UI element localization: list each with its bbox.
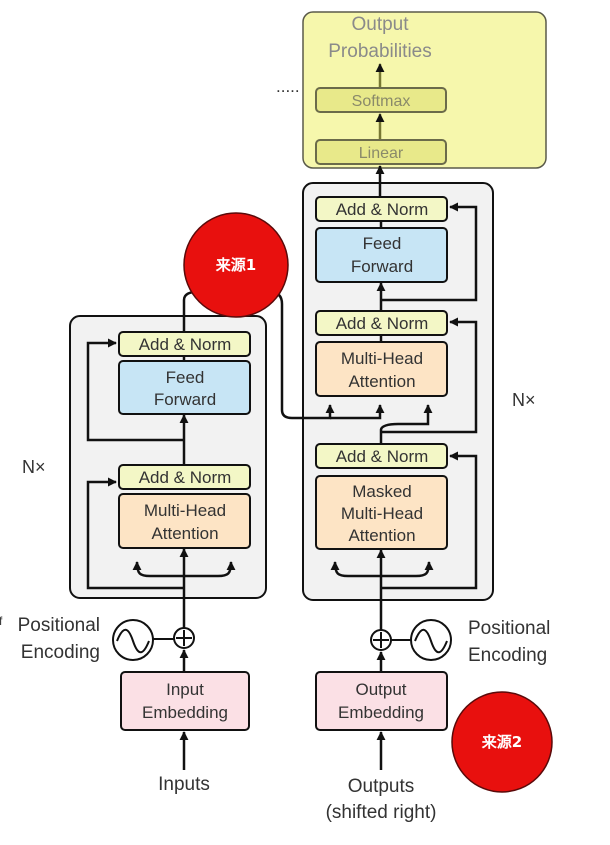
- output-probabilities-label-2: Probabilities: [328, 41, 432, 62]
- decoder-masked-label-1: Masked: [352, 482, 412, 501]
- decoder-add-norm-bottom-block: [315, 443, 448, 469]
- decoder-add-norm-top-label: Add & Norm: [336, 200, 429, 219]
- decoder-masked-attention-block: [315, 475, 448, 550]
- decoder-add-norm-top-block: [315, 196, 448, 222]
- encoder-stack: [69, 315, 267, 599]
- source-1-label: 来源1: [215, 256, 256, 274]
- softmax-label: Softmax: [352, 93, 411, 110]
- encoder-positional-label-2: Encoding: [21, 642, 100, 663]
- encoder-attention-label-1: Multi-Head: [144, 501, 226, 520]
- ellipsis: .....: [276, 77, 300, 96]
- output-embedding-label-1: Output: [355, 680, 406, 699]
- decoder-positional-label-2: Encoding: [468, 645, 547, 666]
- softmax-block: [315, 87, 447, 113]
- encoder-attention-block: [118, 493, 251, 549]
- decoder-add-norm-mid-block: [315, 310, 448, 336]
- input-embedding-label-2: Embedding: [142, 703, 228, 722]
- output-probabilities-label-1: Output: [351, 14, 409, 35]
- decoder-nx-label: N×: [512, 390, 536, 410]
- decoder-feed-forward-label-1: Feed: [363, 234, 402, 253]
- encoder-add-norm-top-label: Add & Norm: [139, 335, 232, 354]
- encoder-feed-forward-label-1: Feed: [166, 368, 205, 387]
- outputs-label-1: Outputs: [348, 776, 415, 797]
- linear-block: [315, 139, 447, 165]
- decoder-feed-forward-label-2: Forward: [351, 257, 413, 276]
- decoder-add-norm-mid-label: Add & Norm: [336, 314, 429, 333]
- encoder-add-norm-bottom-block: [118, 464, 251, 490]
- source-2-marker: [451, 691, 553, 793]
- outputs-label-2: (shifted right): [326, 802, 437, 823]
- decoder-positional-label-1: Positional: [468, 618, 550, 639]
- linear-label: Linear: [359, 145, 404, 162]
- decoder-attention-label-1: Multi-Head: [341, 349, 423, 368]
- source-1-marker: [183, 212, 289, 318]
- inputs-label: Inputs: [158, 774, 210, 795]
- cropped-f-glyph: f: [0, 614, 3, 628]
- decoder-add-norm-bottom-label: Add & Norm: [336, 447, 429, 466]
- output-embedding-label-2: Embedding: [338, 703, 424, 722]
- source-2-label: 来源2: [481, 733, 522, 751]
- encoder-positional-label-1: Positional: [18, 615, 100, 636]
- encoder-add-norm-top-block: [118, 331, 251, 357]
- decoder-masked-label-2: Multi-Head: [341, 504, 423, 523]
- encoder-nx-label: N×: [22, 457, 46, 477]
- encoder-feed-forward-label-2: Forward: [154, 390, 216, 409]
- encoder-attention-label-2: Attention: [151, 524, 218, 543]
- decoder-masked-label-3: Attention: [348, 526, 415, 545]
- input-embedding-label-1: Input: [166, 680, 204, 699]
- encoder-add-norm-bottom-label: Add & Norm: [139, 468, 232, 487]
- decoder-attention-label-2: Attention: [348, 372, 415, 391]
